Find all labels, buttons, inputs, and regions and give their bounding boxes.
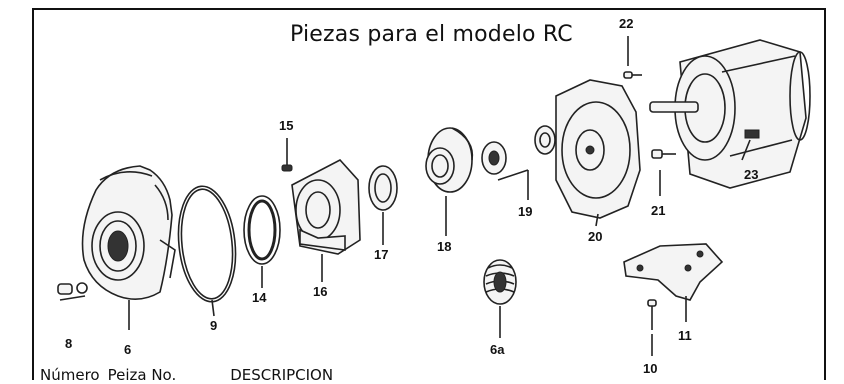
part-9-gasket [177,185,237,317]
part-8-drain-plug [57,282,88,301]
column-header-part-no: Peiza No. [107,366,177,384]
part-15-screw [281,138,293,172]
label-23: 23 [744,167,758,182]
label-18: 18 [437,239,451,254]
label-19: 19 [518,204,532,219]
part-16-diffuser [291,159,361,282]
diagram-title: Piezas para el modelo RC [290,22,573,47]
part-20-seal-plate [555,79,641,227]
column-header-description: DESCRIPCION [230,366,334,384]
parts-table-header: Número Peiza No. DESCRIPCION [40,366,333,384]
part-23-motor [649,39,811,189]
label-21: 21 [651,203,665,218]
label-6a: 6a [490,342,505,357]
label-22: 22 [619,16,633,31]
part-11-motor-base [623,243,724,322]
label-8: 8 [65,336,72,351]
diagram-frame [32,8,826,380]
label-9: 9 [210,318,217,333]
column-header-number: Número [40,366,100,384]
part-10-bolt [647,299,657,356]
part-17-seal-ring [368,165,398,245]
label-20: 20 [588,229,602,244]
part-22-bolt [623,36,642,79]
part-21-bolt [651,149,676,196]
part-6-pump-housing [81,165,176,330]
label-15: 15 [279,118,293,133]
part-6a-spring-seal [483,259,517,338]
part-14-ring [243,195,281,288]
label-17: 17 [374,247,388,262]
label-11: 11 [678,328,692,343]
label-16: 16 [313,284,327,299]
part-19-shaft-seal [481,125,556,200]
label-6: 6 [124,342,131,357]
label-10: 10 [643,361,657,376]
label-14: 14 [252,290,267,305]
part-18-impeller [425,127,474,236]
